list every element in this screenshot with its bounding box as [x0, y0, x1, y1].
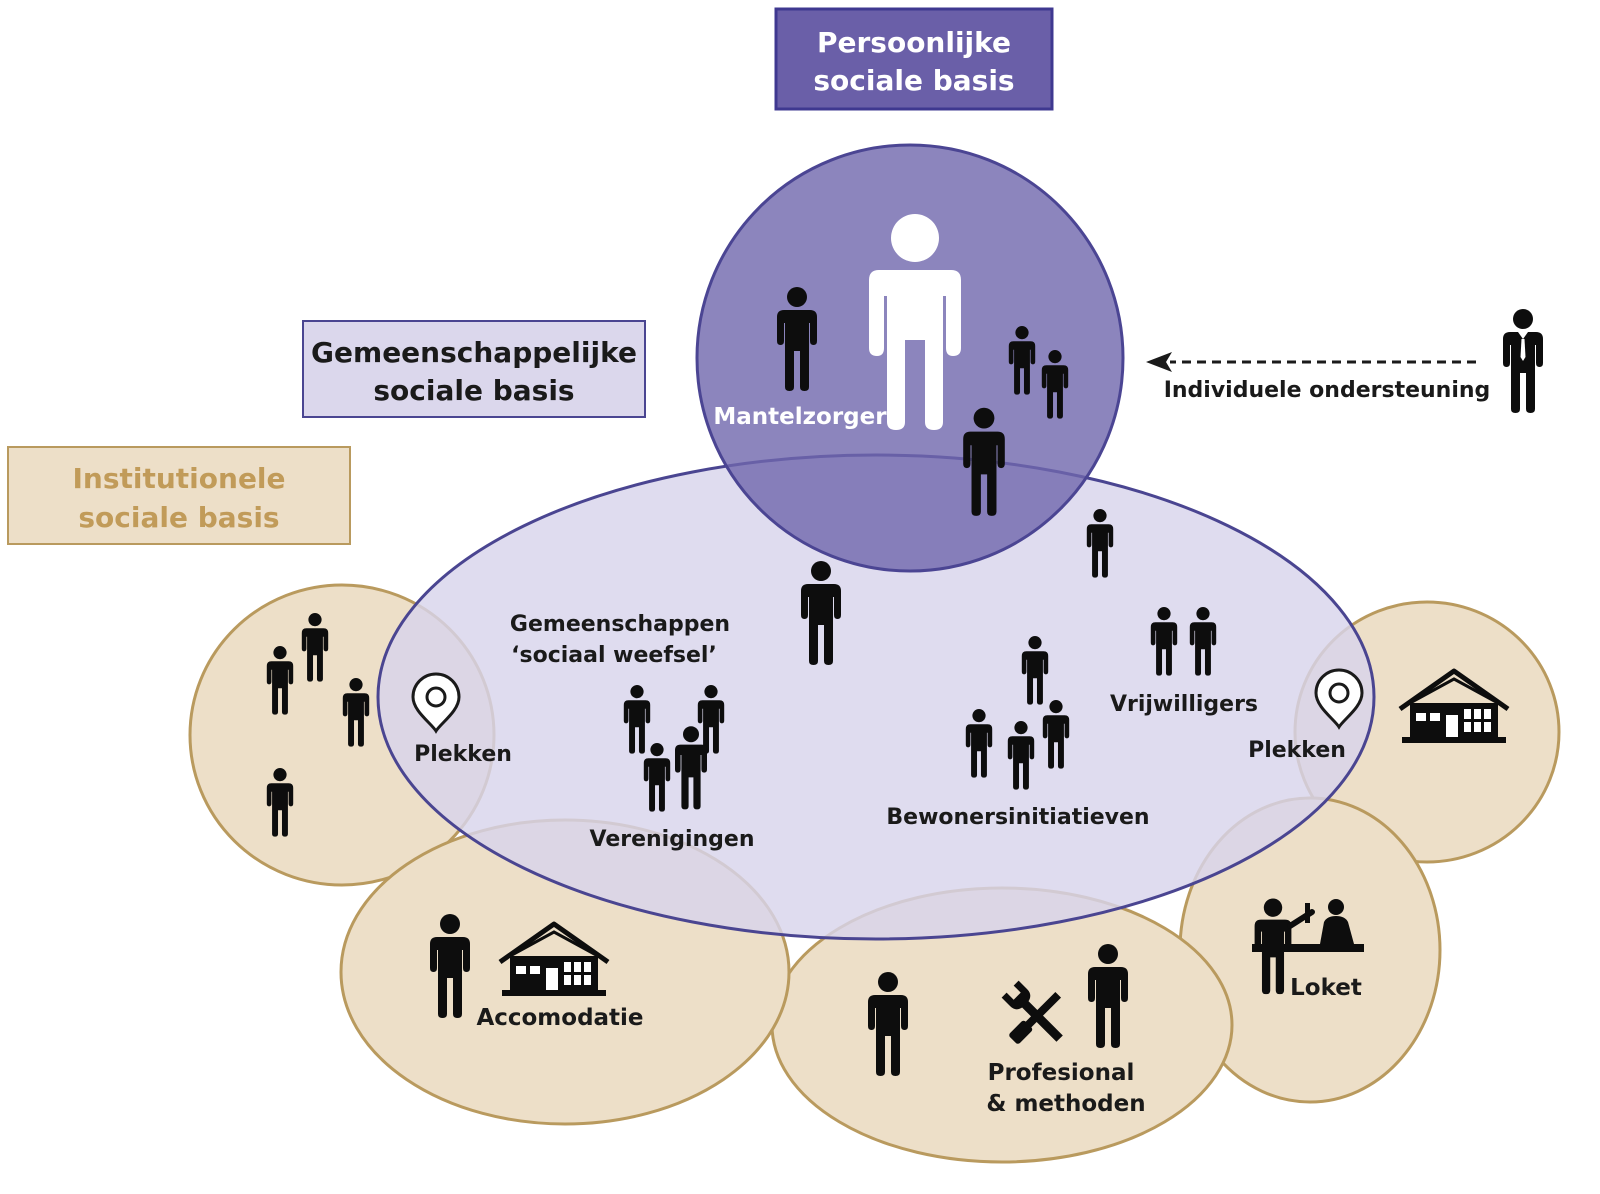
label-loket: Loket [1290, 975, 1362, 1001]
title-personal: Persoonlijke sociale basis [774, 7, 1054, 111]
label-professional-line1: Profesional [988, 1060, 1135, 1086]
title-personal-line1: Persoonlijke [817, 26, 1011, 59]
title-community-line1: Gemeenschappelijke [311, 336, 637, 369]
title-personal-line2: sociale basis [813, 64, 1014, 97]
label-plekken-left: Plekken [414, 742, 512, 767]
personal-circle [695, 143, 1125, 573]
label-vrijwilligers: Vrijwilligers [1110, 692, 1258, 717]
label-individuele: Individuele ondersteuning [1164, 378, 1491, 403]
label-plekken-right: Plekken [1248, 738, 1346, 763]
label-gemeenschappen-line2: ‘sociaal weefsel’ [511, 643, 717, 668]
label-professional-line2: & methoden [986, 1091, 1145, 1117]
title-community-box [302, 320, 646, 418]
title-institutional: Institutionele sociale basis [7, 446, 351, 545]
desk-counter-icon [1252, 898, 1364, 995]
businessman-icon [1503, 309, 1543, 413]
label-mantelzorger: Mantelzorger [713, 404, 887, 430]
arrow-head-icon [1146, 352, 1172, 372]
label-accomodatie: Accomodatie [476, 1005, 643, 1031]
label-gemeenschappen-line1: Gemeenschappen [510, 612, 730, 637]
label-bewoners: Bewonersinitiatieven [886, 805, 1149, 830]
title-institutional-line1: Institutionele [72, 462, 285, 495]
title-personal-box [774, 7, 1054, 111]
title-institutional-line2: sociale basis [78, 501, 279, 534]
tools-icon [1001, 980, 1063, 1044]
individual-support: Individuele ondersteuning [1146, 309, 1543, 413]
title-community-line2: sociale basis [373, 374, 574, 407]
label-verenigingen: Verenigingen [590, 827, 755, 852]
title-institutional-box [7, 446, 351, 545]
title-community: Gemeenschappelijke sociale basis [302, 320, 646, 418]
